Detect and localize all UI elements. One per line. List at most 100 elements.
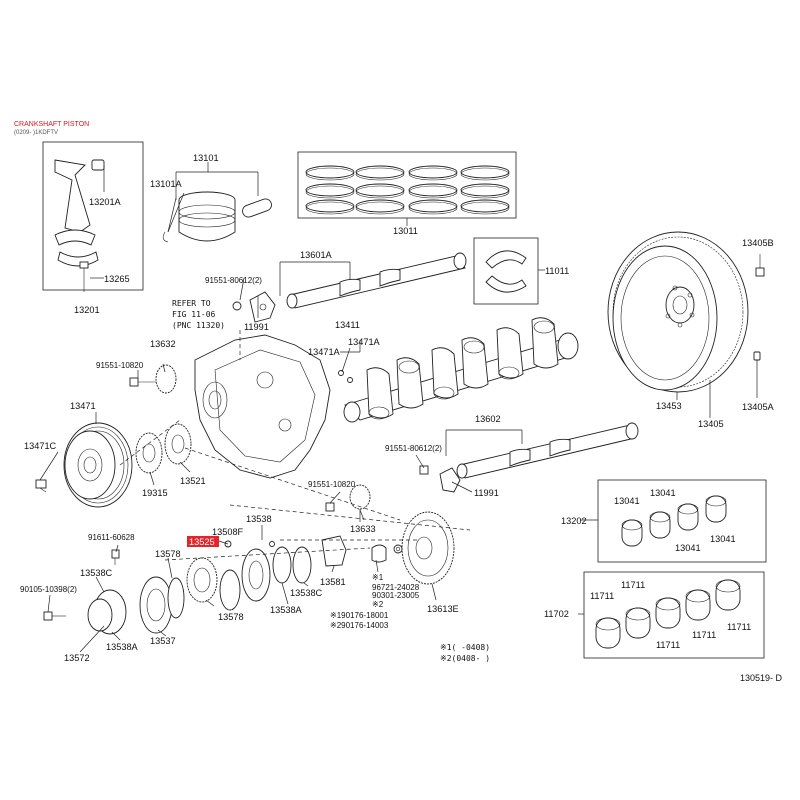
bearing-13202-group bbox=[597, 479, 767, 563]
crank-counterweight bbox=[398, 360, 420, 374]
label-13578-a[interactable]: 13578 bbox=[155, 549, 181, 559]
label-13202[interactable]: 13202 bbox=[561, 516, 587, 526]
label-13538A-a[interactable]: 13538A bbox=[106, 642, 139, 652]
piston-group bbox=[162, 162, 272, 243]
label-290176-14003[interactable]: ※290176-14003 bbox=[330, 621, 389, 630]
bearing-edge bbox=[677, 503, 699, 515]
label-91551-10820-a[interactable]: 91551-10820 bbox=[96, 361, 144, 370]
main-bearing-shell bbox=[649, 511, 671, 539]
label-13011[interactable]: 13011 bbox=[393, 226, 418, 236]
label-13265[interactable]: 13265 bbox=[104, 274, 130, 284]
label-13041-c[interactable]: 13041 bbox=[675, 543, 701, 553]
label-13538C-b[interactable]: 13538C bbox=[290, 588, 323, 598]
note-ref-1: ※1 bbox=[372, 573, 384, 582]
rod-bearing-shell bbox=[655, 597, 681, 629]
crank-web bbox=[431, 347, 459, 399]
label-13411[interactable]: 13411 bbox=[335, 320, 360, 330]
piston-ring-edge bbox=[460, 185, 510, 199]
label-13471C[interactable]: 13471C bbox=[24, 441, 57, 451]
balance-shaft-upper bbox=[279, 252, 467, 309]
refer-line-1: REFER TO bbox=[172, 299, 211, 308]
label-13601A[interactable]: 13601A bbox=[300, 250, 333, 260]
label-13538[interactable]: 13538 bbox=[246, 514, 272, 524]
label-190176-18001[interactable]: ※190176-18001 bbox=[330, 611, 389, 620]
crank-web bbox=[366, 367, 394, 419]
label-13201A[interactable]: 13201A bbox=[89, 197, 122, 207]
label-11991-b[interactable]: 11991 bbox=[474, 488, 499, 498]
label-11991-a[interactable]: 11991 bbox=[244, 322, 269, 332]
refer-line-2: FIG 11-06 bbox=[172, 310, 216, 319]
label-90301-23005[interactable]: 90301-23005 bbox=[372, 591, 420, 600]
label-13538A-b[interactable]: 13538A bbox=[270, 605, 303, 615]
rod-bearing-shell bbox=[595, 617, 621, 649]
label-91551-80612-a[interactable]: 91551-80612(2) bbox=[205, 276, 262, 285]
label-13581[interactable]: 13581 bbox=[320, 577, 346, 587]
label-13578-b[interactable]: 13578 bbox=[218, 612, 244, 622]
label-13471A-b[interactable]: 13471A bbox=[348, 337, 381, 347]
label-13613E[interactable]: 13613E bbox=[427, 604, 459, 614]
exploded-dashed-lines bbox=[119, 419, 471, 561]
main-bearing-shell bbox=[621, 519, 643, 547]
piston-ring-edge bbox=[355, 167, 405, 181]
label-13041-d[interactable]: 13041 bbox=[710, 534, 736, 544]
diagram-subtitle: (0209- )1KDFTV bbox=[14, 130, 59, 136]
label-13453[interactable]: 13453 bbox=[656, 401, 682, 411]
refer-line-3: (PNC 11320) bbox=[172, 321, 225, 330]
label-11711-e[interactable]: 11711 bbox=[727, 622, 751, 632]
label-19315[interactable]: 19315 bbox=[142, 488, 168, 498]
label-13633[interactable]: 13633 bbox=[350, 524, 376, 534]
label-11711-d[interactable]: 11711 bbox=[692, 630, 716, 640]
label-13471[interactable]: 13471 bbox=[70, 401, 96, 411]
label-13405A[interactable]: 13405A bbox=[742, 402, 775, 412]
front-parts-group bbox=[43, 535, 347, 635]
label-11711-a[interactable]: 11711 bbox=[590, 591, 614, 601]
label-13201[interactable]: 13201 bbox=[74, 305, 100, 315]
label-90105-10398[interactable]: 90105-10398(2) bbox=[20, 585, 77, 594]
rod-bearing-shell bbox=[715, 579, 741, 611]
label-91611-60628[interactable]: 91611-60628 bbox=[88, 533, 135, 542]
figure-number: 130519- D bbox=[740, 673, 783, 683]
label-11711-b[interactable]: 11711 bbox=[621, 580, 645, 590]
label-11711-c[interactable]: 11711 bbox=[656, 640, 680, 650]
label-13538C-a[interactable]: 13538C bbox=[80, 568, 113, 578]
crankshaft-group bbox=[338, 317, 579, 423]
label-13632[interactable]: 13632 bbox=[150, 339, 176, 349]
label-13525-highlighted[interactable]: 13525 bbox=[189, 537, 215, 547]
label-13041-b[interactable]: 13041 bbox=[650, 488, 676, 498]
gears-group bbox=[129, 364, 371, 522]
label-13405[interactable]: 13405 bbox=[698, 419, 724, 429]
part-labels: 13101 13101A 13201A 13265 13201 13011 13… bbox=[20, 153, 775, 663]
label-91551-80612-b[interactable]: 91551-80612(2) bbox=[385, 444, 442, 453]
connecting-rod-group bbox=[42, 141, 144, 292]
crank-web bbox=[461, 337, 489, 389]
label-13471A-a[interactable]: 13471A bbox=[308, 347, 341, 357]
piston-ring-edge bbox=[305, 201, 355, 215]
drive-gear-group bbox=[371, 511, 455, 585]
label-13101A[interactable]: 13101A bbox=[150, 179, 183, 189]
label-13521[interactable]: 13521 bbox=[180, 476, 206, 486]
label-13405B[interactable]: 13405B bbox=[742, 238, 774, 248]
bearing-11702-group bbox=[583, 571, 765, 659]
crank-counterweight bbox=[533, 320, 555, 334]
label-13101[interactable]: 13101 bbox=[193, 153, 219, 163]
piston-ring-edge bbox=[355, 201, 405, 215]
piston-ring-edge bbox=[305, 185, 355, 199]
label-13041-a[interactable]: 13041 bbox=[614, 496, 640, 506]
label-13508F[interactable]: 13508F bbox=[212, 527, 244, 537]
balance-shaft-lower bbox=[419, 422, 639, 493]
label-13602[interactable]: 13602 bbox=[475, 414, 501, 424]
flywheel-group bbox=[607, 231, 765, 418]
crank-counterweight bbox=[498, 366, 520, 380]
label-13572[interactable]: 13572 bbox=[64, 653, 90, 663]
bearing-edge bbox=[649, 511, 671, 523]
label-11702[interactable]: 11702 bbox=[544, 609, 569, 619]
piston-ring-edge bbox=[355, 185, 405, 199]
bearing-edge bbox=[715, 579, 741, 593]
rod-bearing-shell bbox=[685, 589, 711, 621]
label-13537[interactable]: 13537 bbox=[150, 636, 176, 646]
label-91551-10820-b[interactable]: 91551-10820 bbox=[308, 480, 356, 489]
piston-ring-edge bbox=[460, 201, 510, 215]
label-11011[interactable]: 11011 bbox=[545, 266, 569, 276]
label-96721-24028[interactable]: 96721-24028 bbox=[372, 583, 420, 592]
crank-counterweight bbox=[463, 340, 485, 354]
